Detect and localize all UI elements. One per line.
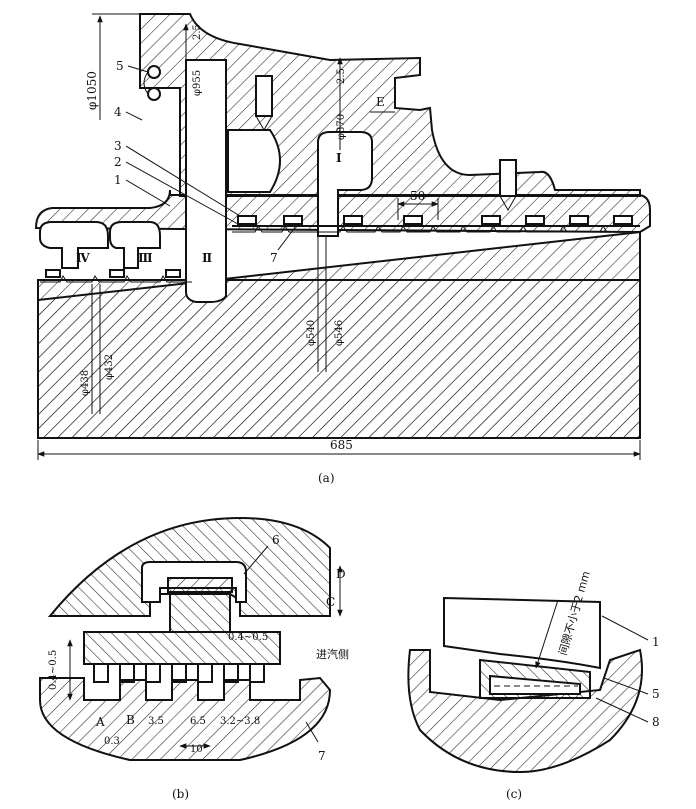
label-d438: φ438 — [80, 370, 91, 396]
cavity-IV — [39, 221, 109, 269]
part-5: 5 — [116, 59, 124, 73]
c-part-1: 1 — [652, 635, 660, 649]
b-part-7: 7 — [318, 749, 326, 763]
b-d65: 6.5 — [190, 716, 206, 727]
diaphragm-II — [185, 59, 227, 303]
c-part-8: 8 — [652, 715, 660, 729]
label-d870: φ870 — [336, 114, 347, 140]
b-teeth — [93, 663, 265, 683]
label-d540: φ540 — [306, 320, 317, 346]
chamber-III: Ⅲ — [138, 251, 153, 265]
c-ring-inner — [489, 674, 581, 695]
b-stem — [169, 593, 231, 633]
dim-540-546: φ540 φ546 — [306, 236, 345, 372]
chamber-II: Ⅱ — [202, 251, 212, 265]
label-d546: φ546 — [334, 320, 345, 346]
b-d03: 0.3 — [104, 736, 120, 747]
subfigure-b: 0.4~0.5 0.4~0.5 D C A B 0.3 3.5 6.5 3.2~… — [39, 516, 349, 801]
subfigure-a: φ1050 φ955 2.5 φ870 2.5 E 50 φ540 φ546 — [34, 13, 651, 485]
b-lower-base — [39, 676, 332, 761]
dim-pitch: 50 — [397, 189, 439, 220]
b-d10: 10 — [190, 744, 203, 755]
label-gap-top: 2.5 — [192, 24, 203, 40]
seal-strip-row — [232, 215, 640, 233]
b-A: A — [95, 715, 105, 729]
b-clear2: 0.4~0.5 — [228, 632, 268, 643]
dim-870: φ870 2.5 — [336, 57, 347, 150]
b-d35: 3.5 — [148, 716, 164, 727]
b-B: B — [126, 713, 135, 727]
chamber-I: Ⅰ — [336, 151, 342, 165]
b-D: D — [336, 567, 346, 581]
label-d1050: φ1050 — [85, 71, 99, 110]
chamber-IV: Ⅳ — [76, 251, 90, 265]
b-part-6: 6 — [272, 533, 280, 547]
c-blade — [443, 596, 601, 670]
label-pitch: 50 — [410, 189, 425, 203]
dim-width: 685 — [37, 438, 641, 460]
label-d432: φ432 — [104, 354, 115, 380]
dim-E: E — [370, 95, 395, 113]
callouts-a: 5 4 3 2 1 7 — [114, 59, 297, 265]
bolt-left — [255, 75, 273, 132]
b-clear1: 0.4~0.5 — [48, 650, 59, 690]
diaphragm-I — [317, 131, 373, 237]
b-dims: 0.4~0.5 0.4~0.5 D C A B 0.3 3.5 6.5 3.2~… — [48, 565, 346, 755]
b-C: C — [326, 595, 335, 609]
label-width: 685 — [330, 438, 353, 452]
spring-coil — [143, 65, 161, 101]
b-steam-side: 进汽侧 — [316, 647, 349, 661]
c-callouts: 1 5 8 — [595, 615, 660, 729]
dim-438-432: φ438 φ432 — [80, 284, 115, 414]
c-part-5: 5 — [652, 687, 660, 701]
part-2: 2 — [114, 155, 122, 169]
label-gap-mid: 2.5 — [336, 68, 347, 84]
b-seal-ring — [167, 577, 233, 593]
dim-1050: φ1050 — [85, 13, 140, 120]
cavity-mid — [227, 129, 281, 193]
b-callouts: 6 7 进汽侧 — [243, 533, 349, 763]
b-d3238: 3.2~3.8 — [220, 716, 260, 727]
rotor-lower — [37, 279, 641, 439]
part-4: 4 — [114, 105, 122, 119]
cavity-III — [109, 221, 161, 269]
label-d955: φ955 — [192, 70, 203, 96]
caption-a: (a) — [318, 471, 335, 485]
part-1: 1 — [114, 173, 122, 187]
caption-b: (b) — [172, 787, 189, 801]
label-E: E — [376, 95, 385, 109]
part-3: 3 — [114, 139, 122, 153]
part-7: 7 — [270, 251, 278, 265]
caption-c: (c) — [506, 787, 522, 801]
seal-strip-row-left — [40, 269, 192, 283]
dim-955: φ955 2.5 — [183, 23, 203, 100]
c-base — [407, 648, 643, 774]
bolt-right — [499, 159, 517, 212]
subfigure-c: 间隙不小于2 mm 1 5 8 (c) — [407, 569, 660, 801]
